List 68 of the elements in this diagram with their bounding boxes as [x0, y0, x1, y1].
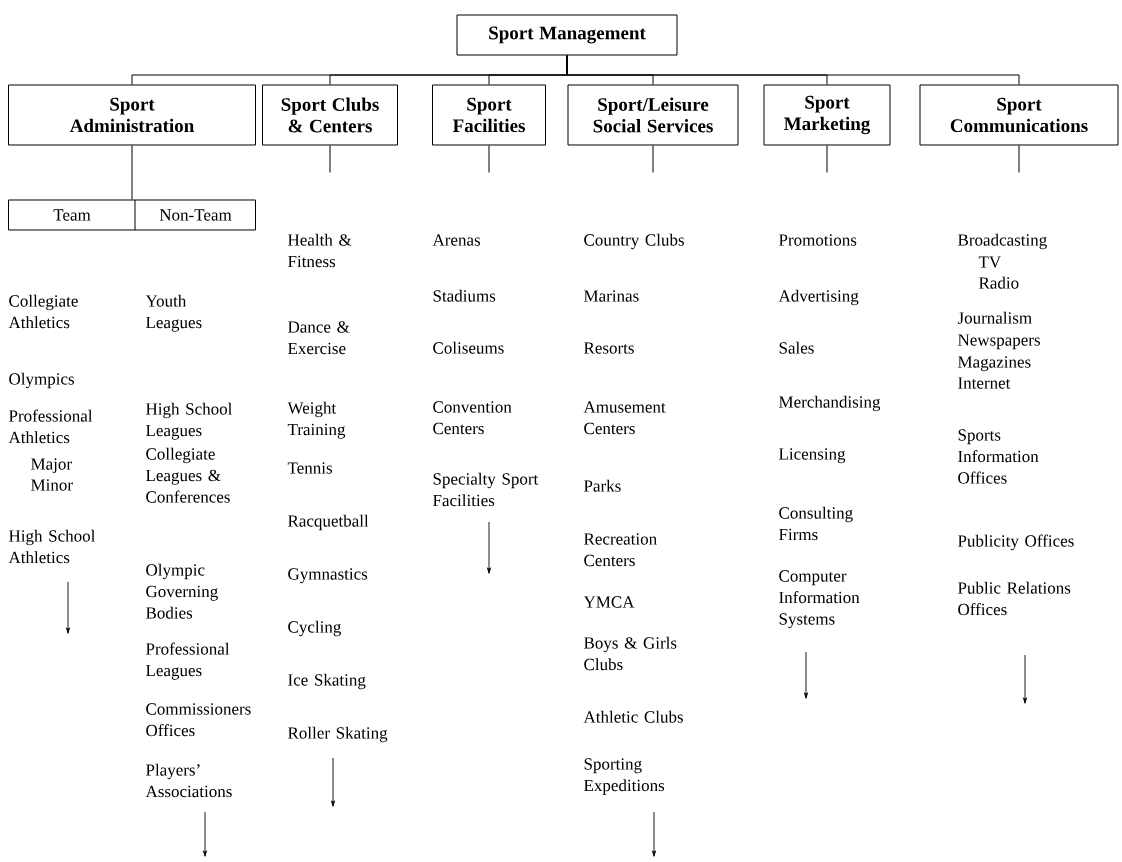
connector-line — [131, 145, 133, 200]
list-item: Ice Skating — [288, 673, 366, 690]
list-item: High School Leagues — [146, 402, 233, 440]
list-item: Major — [31, 458, 72, 474]
list-item: Olympics — [9, 372, 74, 389]
list-item: Professional Athletics — [8, 409, 93, 444]
list-item: Licensing — [779, 448, 846, 464]
list-item: Parks — [584, 479, 621, 492]
list-item: Computer Information Systems — [779, 570, 860, 629]
connector-line — [566, 55, 1020, 85]
category-box: Sport Clubs & Centers — [262, 84, 398, 146]
list-item: Sports Information Offices — [958, 429, 1039, 484]
connector-line — [1018, 145, 1020, 173]
list-item: Coliseums — [433, 341, 504, 354]
list-item: Stadiums — [433, 289, 496, 302]
list-item: Professional Leagues — [146, 642, 230, 680]
list-item: Minor — [31, 479, 73, 491]
list-item: Promotions — [779, 234, 857, 246]
list-item: Sales — [779, 341, 814, 354]
list-item: Resorts — [584, 342, 634, 354]
category-box: Sport Administration — [8, 84, 256, 146]
connector-line — [826, 145, 828, 173]
list-item: Country Clubs — [584, 233, 684, 250]
connector-line — [652, 145, 654, 173]
list-item: Arenas — [432, 234, 481, 246]
category-box: Sport/Leisure Social Services — [567, 84, 739, 146]
list-item: Amusement Centers — [583, 401, 666, 435]
list-item: Sporting Expeditions — [584, 758, 665, 795]
list-item: Broadcasting — [958, 233, 1047, 250]
list-item: Racquetball — [288, 514, 369, 531]
list-item: Consulting Firms — [779, 506, 853, 541]
list-item: Cycling — [288, 620, 341, 637]
list-item: Advertising — [778, 289, 859, 306]
list-item: Radio — [979, 276, 1019, 289]
list-item: Players’ Associations — [145, 763, 232, 798]
list-item: Marinas — [584, 290, 639, 302]
list-item: Health & Fitness — [288, 233, 352, 268]
category-box: Sport Facilities — [432, 84, 546, 146]
list-item: Gymnastics — [288, 568, 368, 584]
list-item: Newspapers — [958, 334, 1040, 350]
category-box: Sport Communications — [919, 84, 1119, 146]
list-item: Convention Centers — [433, 401, 512, 435]
list-item: Magazines — [958, 356, 1031, 372]
list-item: Merchandising — [779, 395, 881, 412]
list-item: High School Athletics — [8, 529, 96, 564]
list-item: Internet — [958, 377, 1011, 389]
list-item: Roller Skating — [288, 726, 388, 743]
list-item: Boys & Girls Clubs — [584, 636, 677, 671]
list-item: Recreation Centers — [584, 533, 657, 567]
list-item: Publicity Offices — [958, 534, 1074, 551]
list-item: Athletic Clubs — [583, 710, 683, 723]
list-item: Commissioners Offices — [146, 703, 251, 737]
list-item: Journalism — [957, 311, 1032, 324]
list-item: Tennis — [287, 462, 332, 474]
list-item: Collegiate Athletics — [8, 294, 78, 329]
list-item: Youth Leagues — [145, 294, 202, 332]
list-item: YMCA — [583, 596, 635, 608]
list-item: Olympic Governing Bodies — [146, 563, 218, 619]
list-item: TV — [978, 256, 1001, 268]
list-item: Collegiate Leagues & Conferences — [146, 447, 230, 503]
category-box: Sport Management — [456, 14, 678, 56]
list-item: Dance & Exercise — [288, 321, 350, 355]
category-box: Sport Marketing — [763, 84, 891, 146]
list-item: Specialty Sport Facilities — [433, 472, 539, 507]
connector-line — [488, 145, 490, 173]
list-item: Weight Training — [287, 401, 346, 439]
list-item: Public Relations Offices — [958, 581, 1071, 616]
connector-line — [329, 145, 331, 173]
